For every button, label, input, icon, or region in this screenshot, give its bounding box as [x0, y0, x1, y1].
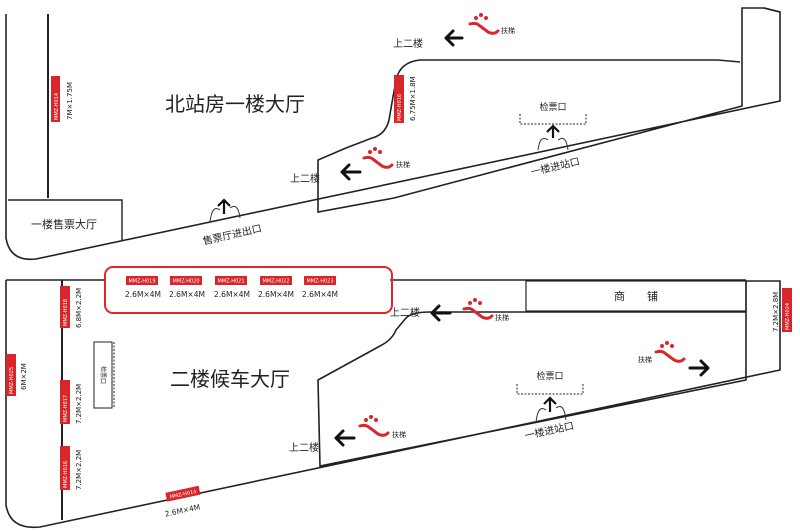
ad-tag-h014-floor2: MMZ-H014 2.6M×4M: [164, 485, 201, 519]
checkpoint-label: 检票口: [536, 370, 563, 382]
floor2-checkpoint: 检票口 一楼进站口: [516, 370, 584, 442]
ad-tag-code: MMZ-H017: [63, 395, 69, 422]
ad-tag-code: MMZ-H024: [785, 303, 791, 330]
exit-label: 售票厅进出口: [202, 222, 263, 248]
floor1-checkpoint: 检票口 一楼进站口: [519, 101, 587, 179]
shop-label: 商 铺: [614, 289, 658, 303]
arrow-up-icon: [217, 198, 231, 214]
floor1-exit: 售票厅进出口: [202, 198, 263, 248]
ad-tag-h016: MMZ-H016 6.75M×1.8M: [394, 75, 417, 123]
highlight-box: [104, 266, 393, 314]
floor2-escalator-right: 扶梯: [638, 341, 710, 377]
ad-tag-h018: MMZ-H018 6.8M×2.2M: [60, 286, 83, 328]
ticket-hall-box: [8, 199, 123, 240]
ad-tag-size: 7M×1.75M: [66, 82, 74, 120]
ad-tag-h014: MMZ-H014 7M×1.75M: [51, 76, 74, 122]
ad-tag-size: 2.6M×4M: [125, 290, 161, 299]
floor1-top-edge: [763, 7, 781, 13]
floor1-up-top: 上二楼 扶梯: [393, 13, 515, 50]
arrow-up-icon: [546, 124, 560, 138]
floor1-title: 北站房一楼大厅: [165, 92, 305, 116]
door-swing-icon: [535, 406, 567, 423]
arrow-left-icon: [340, 163, 362, 181]
ad-tag-code: MMZ-H023: [306, 279, 333, 285]
arrow-left-icon: [334, 429, 356, 447]
checkpoint-label: 检票口: [539, 101, 566, 113]
ad-tag-size: 2.6M×4M: [214, 290, 250, 299]
ad-tag-code: MMZ-H019: [128, 279, 155, 285]
ticket-hall-label: 一楼售票大厅: [31, 217, 97, 231]
ad-tag-size: 2.6M×4M: [258, 290, 294, 299]
up-label: 上二楼: [393, 37, 423, 50]
ad-tag-size: 6.75M×1.8M: [409, 76, 417, 121]
door-swing-icon: [537, 137, 569, 151]
arrow-left-icon: [430, 304, 452, 322]
escalator-icon: [462, 298, 494, 320]
ad-tag-h023: MMZ-H023 2.6M×4M: [302, 276, 338, 299]
floor2-gate-box: 检票口: [93, 341, 115, 409]
ad-tag-h024: MMZ-H024 7.2M×2.8M: [772, 288, 792, 332]
ad-tag-size: 6M×2M: [20, 363, 28, 390]
ad-tag-code: MMZ-H022: [262, 279, 289, 285]
ad-tag-h019: MMZ-H019 2.6M×4M: [125, 276, 161, 299]
ad-tag-code: MMZ-H021: [217, 279, 244, 285]
escalator-icon: [468, 13, 500, 35]
gate-line: [519, 114, 587, 125]
arrow-right-icon: [688, 359, 710, 377]
ad-tag-size: 2.6M×4M: [169, 290, 205, 299]
ad-tag-code: MMZ-H016: [63, 461, 69, 488]
top-tag-row: MMZ-H019 2.6M×4M MMZ-H020 2.6M×4M MMZ-H0…: [125, 276, 338, 299]
escalator-label: 扶梯: [501, 26, 515, 35]
ad-tag-code: MMZ-H025: [9, 367, 15, 394]
ad-tag-size: 7.2M×2.8M: [772, 292, 780, 332]
floor1-outline: [5, 7, 781, 261]
up-label: 上二楼: [290, 172, 320, 185]
ad-tag-size: 7.2M×2.2M: [75, 450, 83, 490]
escalator-icon: [362, 147, 394, 169]
up-label: 上二楼: [289, 441, 319, 454]
escalator-icon: [358, 415, 390, 437]
escalator-label: 扶梯: [638, 355, 652, 364]
ad-tag-code: MMZ-H020: [172, 279, 199, 285]
gate-line: [516, 384, 584, 395]
escalator-label: 扶梯: [396, 160, 410, 169]
ad-tag-h017: MMZ-H017 7.2M×2.2M: [60, 380, 83, 424]
ad-tag-h021: MMZ-H021 2.6M×4M: [214, 276, 250, 299]
up-label: 上二楼: [390, 306, 420, 319]
floor2-title: 二楼候车大厅: [170, 367, 290, 391]
ad-tag-size: 2.6M×4M: [164, 502, 201, 518]
escalator-icon: [654, 341, 686, 363]
ad-tag-code: MMZ-H018: [63, 299, 69, 326]
door-swing-icon: [209, 205, 241, 223]
ad-tag-size: 7.2M×2.2M: [75, 384, 83, 424]
ad-tag-h025: MMZ-H025 6M×2M: [6, 354, 28, 396]
floor2-outline: [5, 280, 781, 529]
floor2-up-top: 上二楼 扶梯: [390, 298, 509, 322]
floor1-plan: 一楼售票大厅 北站房一楼大厅 MMZ-H014 7M×1.75M MMZ-H01…: [5, 7, 781, 261]
floor2-up-bottom: 上二楼 扶梯: [289, 415, 406, 454]
arrow-up-icon: [543, 396, 557, 412]
gate-label: 检票口: [99, 366, 107, 384]
arrow-left-icon: [444, 29, 464, 47]
ad-tag-size: 2.6M×4M: [302, 290, 338, 299]
escalator-label: 扶梯: [392, 430, 406, 439]
floor2-plan: 商 铺 二楼候车大厅 检票口 MMZ-H019 2.6M×4M MMZ-H020…: [5, 266, 792, 529]
shop-box: [525, 280, 747, 312]
ad-tag-h016-floor2: MMZ-H016 7.2M×2.2M: [60, 446, 83, 490]
ad-tag-h022: MMZ-H022 2.6M×4M: [258, 276, 294, 299]
entrance-label: 一楼进站口: [529, 155, 581, 179]
ad-tag-size: 6.8M×2.2M: [75, 288, 83, 328]
ad-tag-code: MMZ-H016: [397, 94, 403, 121]
ad-tag-code: MMZ-H014: [54, 93, 60, 120]
ad-tag-h020: MMZ-H020 2.6M×4M: [169, 276, 205, 299]
escalator-label: 扶梯: [495, 313, 509, 322]
floor1-up-mid: 上二楼 扶梯: [290, 147, 410, 185]
ad-tag-code: MMZ-H014: [169, 489, 197, 500]
